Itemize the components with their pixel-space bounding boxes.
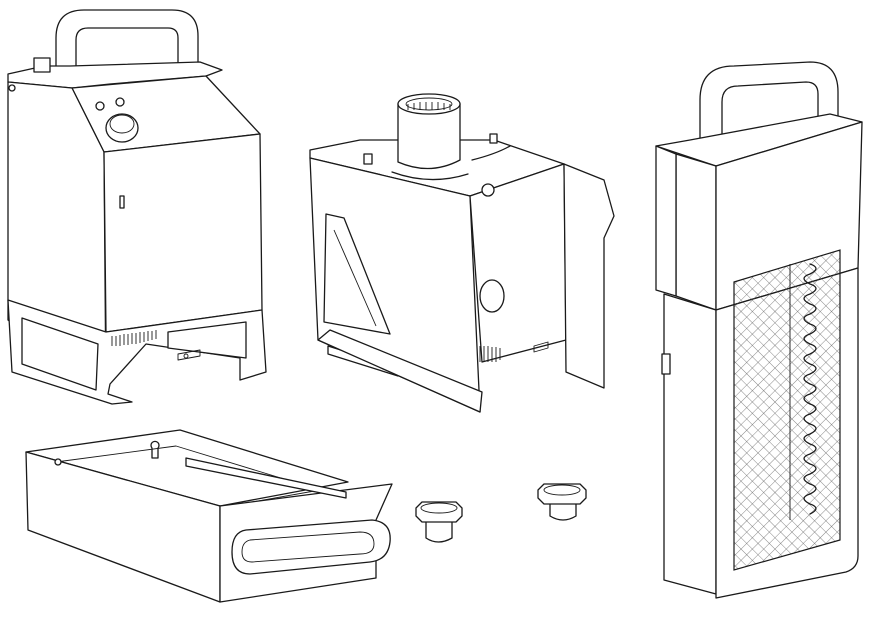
cartridge-body [663,293,717,595]
coupler-top [397,93,461,115]
base-window-left [21,317,99,391]
top-arc-slot-back [471,145,511,161]
bracket-right-flap [563,163,615,389]
knob-right [537,483,587,521]
side-screw [8,84,16,92]
base-window-right [167,321,247,359]
housing-front-panel [103,133,263,333]
knob-left [415,501,463,543]
top-arc-slot-front [391,171,469,181]
cartridge-spring-coil [803,263,817,515]
panel-screw-right [115,97,125,107]
control-knob [105,113,139,143]
side-port [479,279,505,313]
gear-bracket-assembly [309,93,615,413]
bracket-bolt-left [363,153,373,165]
top-hole [481,183,495,197]
bracket-bolt-right [489,133,498,144]
cartridge-mesh-window [733,249,841,571]
collection-tray [25,429,393,603]
base-gear-teeth [111,330,157,346]
connector-post [33,57,51,73]
bracket-gear-teeth [479,346,501,362]
filter-cartridge [655,61,863,599]
coupler-cylinder [397,103,461,170]
cartridge-latch [661,353,671,375]
cartridge-collar-front [675,153,717,311]
side-slot [119,195,125,209]
housing-unit [7,9,267,405]
panel-screw-left [95,101,105,111]
tray-keyhole [150,440,160,459]
